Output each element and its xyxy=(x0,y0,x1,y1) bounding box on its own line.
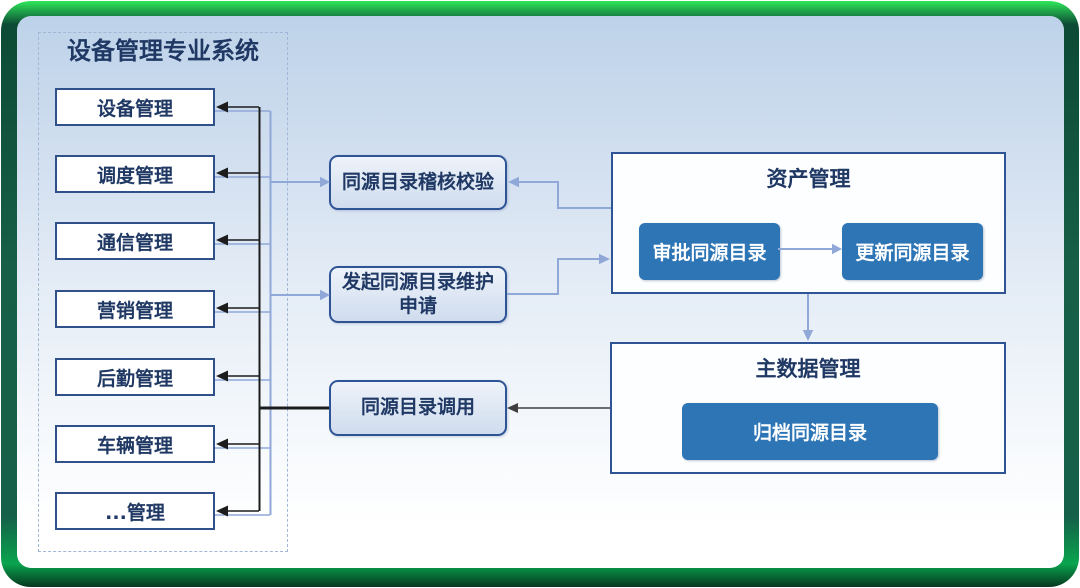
node-audit-verify: 同源目录稽核校验 xyxy=(329,155,507,210)
system-box-communication: 通信管理 xyxy=(55,222,215,260)
system-box-equipment: 设备管理 xyxy=(55,88,215,126)
node-initiate-maintenance: 发起同源目录维护申请 xyxy=(329,266,507,323)
master-group-title: 主数据管理 xyxy=(755,357,861,381)
step-update-catalog: 更新同源目录 xyxy=(842,223,983,280)
asset-group-title: 资产管理 xyxy=(766,167,851,191)
group-asset-management: 资产管理 审批同源目录 更新同源目录 xyxy=(611,152,1006,294)
equipment-system-panel xyxy=(38,32,288,552)
system-box-dispatch: 调度管理 xyxy=(55,155,215,193)
system-box-vehicle: 车辆管理 xyxy=(55,425,215,463)
step-archive-catalog: 归档同源目录 xyxy=(682,403,938,460)
group-master-data: 主数据管理 归档同源目录 xyxy=(610,342,1006,474)
panel-title: 设备管理专业系统 xyxy=(67,37,259,65)
system-box-logistics: 后勤管理 xyxy=(55,358,215,396)
step-approve-catalog: 审批同源目录 xyxy=(639,223,780,280)
node-catalog-invoke: 同源目录调用 xyxy=(329,380,507,436)
system-box-other: ...管理 xyxy=(55,492,215,530)
system-box-marketing: 营销管理 xyxy=(55,290,215,328)
